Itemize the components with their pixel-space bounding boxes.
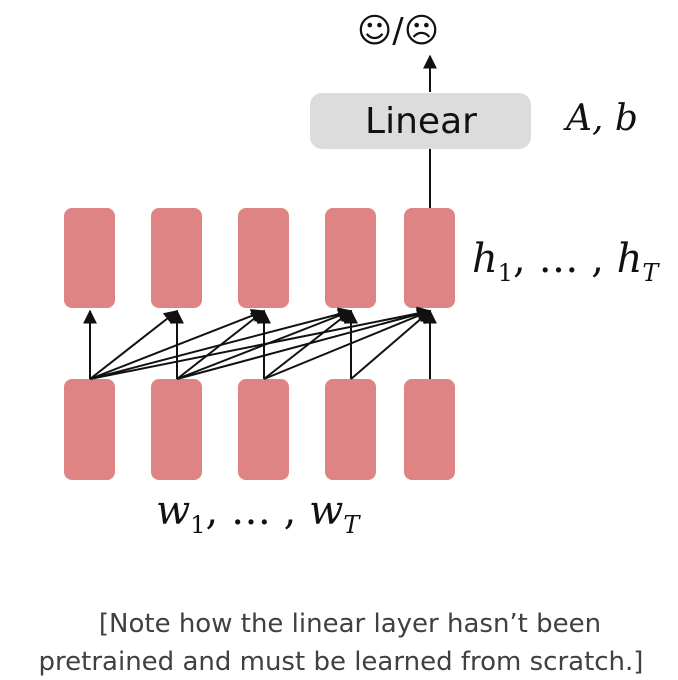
hidden-states-label: h1, … , hT	[472, 236, 660, 287]
hidden-label-var-first: h	[472, 236, 498, 282]
hidden-state-block	[404, 208, 455, 308]
hidden-state-block	[151, 208, 202, 308]
attention-arrow	[176, 307, 432, 380]
input-label-var-last: w	[309, 488, 343, 534]
hidden-label-sub-first: 1	[498, 259, 513, 287]
linear-params-label: A, b	[563, 98, 638, 139]
linear-layer-label: Linear	[365, 101, 477, 142]
hidden-state-block	[325, 208, 376, 308]
input-token-block	[404, 379, 455, 480]
causal-attention-arrows	[83, 306, 437, 380]
input-token-block	[64, 379, 115, 480]
hidden-state-block	[64, 208, 115, 308]
inputs-label: w1, … , wT	[156, 488, 361, 539]
hidden-label-separator: , … ,	[513, 236, 617, 282]
input-label-sub-last: T	[343, 511, 361, 539]
attention-arrow	[89, 306, 432, 380]
input-token-block	[151, 379, 202, 480]
attention-arrow	[350, 310, 432, 380]
hidden-label-sub-last: T	[642, 259, 660, 287]
input-label-var-first: w	[156, 488, 190, 534]
attention-arrow	[89, 310, 179, 380]
attention-arrow	[263, 310, 353, 380]
output-sentiment-label: ☺/☹	[357, 11, 439, 51]
attention-arrow	[176, 310, 266, 380]
input-token-row	[64, 379, 455, 480]
hidden-label-var-last: h	[617, 236, 643, 282]
input-label-sub-first: 1	[190, 511, 205, 539]
hidden-state-block	[238, 208, 289, 308]
input-token-block	[238, 379, 289, 480]
linear-layer: Linear	[310, 93, 531, 149]
note-line-1: [Note how the linear layer hasn’t been	[99, 609, 601, 639]
note-line-2: pretrained and must be learned from scra…	[39, 647, 644, 677]
attention-arrow	[263, 309, 432, 380]
linear-layer-box	[310, 93, 531, 149]
hidden-state-row	[64, 208, 455, 308]
input-token-block	[325, 379, 376, 480]
input-label-separator: , … ,	[206, 488, 310, 534]
